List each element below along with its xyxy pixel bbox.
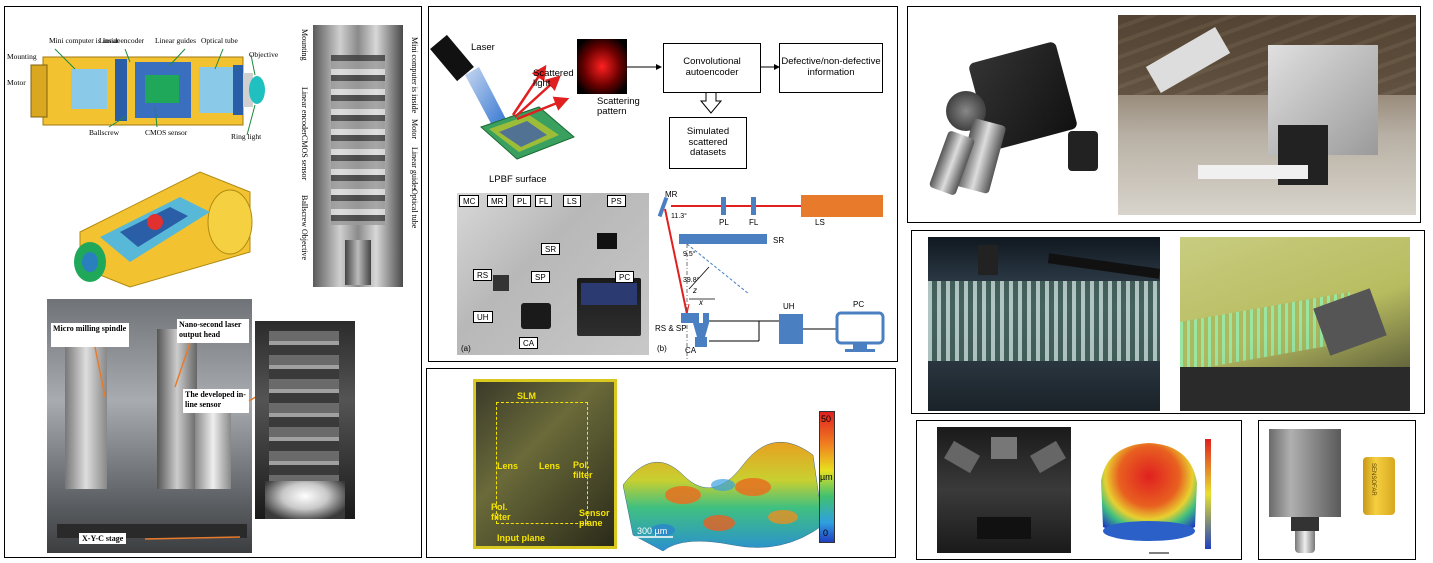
box-simulated: Simulated scattered datasets <box>669 117 747 169</box>
section-photo <box>313 25 403 287</box>
schem-mr: MR <box>665 190 678 199</box>
colorbar-min: 0 <box>823 528 829 538</box>
robot-mounted-photo <box>1118 15 1416 215</box>
photo-tag-mr: MR <box>487 195 508 207</box>
cad-label-linear-guides: Linear guides <box>155 36 197 45</box>
machine-label-sensor: The developed in-line sensor <box>183 389 249 413</box>
photo-tag-sr: SR <box>541 243 561 255</box>
sensor-mount <box>1291 517 1319 531</box>
cad-label-motor: Motor <box>7 78 26 87</box>
schem-pl: PL <box>719 218 729 227</box>
holo-pol-2: Pol. filter <box>573 460 593 480</box>
photo-tag-sp: SP <box>531 271 550 283</box>
holo-lens-2: Lens <box>539 461 561 471</box>
panel-holographic-sensor: SLM Lens Lens Pol. filter Pol. filter Se… <box>426 368 896 558</box>
photo-tag-fl: FL <box>535 195 553 207</box>
optical-schematic <box>657 195 885 359</box>
photo-tag-pl: PL <box>513 195 531 207</box>
photo-tag-mc: MC <box>459 195 480 207</box>
schem-ca: CA <box>685 346 697 355</box>
panel-sensor-hardware: Mini computer is inside Linear encoder L… <box>4 6 422 558</box>
schem-pc: PC <box>853 300 865 309</box>
photo-tag-uh: UH <box>473 311 493 323</box>
microscope-head-photo <box>918 21 1108 213</box>
schem-rs-sp: RS & SP <box>655 324 687 333</box>
cad-label-mounting: Mounting <box>7 52 37 61</box>
cad-label-ballscrew: Ballscrew <box>89 128 119 137</box>
colorbar-max: 50 <box>821 414 832 424</box>
cad-label-cmos-sensor: CMOS sensor <box>145 128 188 137</box>
photo-tag-ls: LS <box>563 195 581 207</box>
cad-label-linear-encoder: Linear encoder <box>99 36 145 45</box>
schem-angle-2: 9.5° <box>683 251 696 258</box>
machine-label-spindle: Micro milling spindle <box>51 323 129 347</box>
holo-lens-1: Lens <box>497 461 519 471</box>
soda-can-text: SENSOFAR <box>1370 463 1376 496</box>
panel-fringe-projection <box>911 230 1425 414</box>
cad-label-ring-light: Ring light <box>231 132 262 141</box>
cad-label-mini-computer: Mini computer is inside <box>49 36 121 45</box>
schem-uh: UH <box>783 302 795 311</box>
schem-sr: SR <box>773 236 785 245</box>
fringe-photo-1 <box>928 237 1160 411</box>
scatter-flow-diagram <box>430 34 780 160</box>
schem-x: x <box>699 298 703 307</box>
surface-3d-plot <box>623 441 823 552</box>
machine-label-laser-head: Nano-second laser output head <box>177 319 249 343</box>
sensor-objective <box>1295 531 1315 553</box>
label-scattering-pattern: Scattering pattern <box>597 96 640 117</box>
holo-sensor-plane: Sensor plane <box>579 508 610 528</box>
photo-tag-ps: PS <box>607 195 626 207</box>
holo-slm: SLM <box>517 391 536 401</box>
fringe-photo-2 <box>1180 237 1410 411</box>
photo-tag-rs: RS <box>473 269 493 281</box>
label-laser: Laser <box>471 42 495 53</box>
panel-multi-camera <box>916 420 1242 560</box>
box-autoencoder: Convolutional autoencoder <box>663 43 761 93</box>
panel-microscope-photos <box>907 6 1421 223</box>
height-map-plot <box>1101 439 1211 554</box>
holo-pol-1: Pol. filter <box>491 502 511 522</box>
colorbar <box>819 411 835 543</box>
sub-label-a: (a) <box>461 344 471 353</box>
machine-label-stage: X-Y-C stage <box>79 533 127 544</box>
soda-can: SENSOFAR <box>1363 457 1395 515</box>
cad-section-drawing <box>30 48 265 136</box>
photo-tag-pc: PC <box>615 271 635 283</box>
holo-input-plane: Input plane <box>497 533 545 543</box>
cad-label-objective: Objective <box>249 50 279 59</box>
label-lpbf-surface: LPBF surface <box>489 174 547 185</box>
sensor-closeup-photo <box>255 321 355 519</box>
panel-sensofar: SENSOFAR <box>1258 420 1416 560</box>
schem-angle-3: 39.8° <box>683 277 700 284</box>
holo-sensor-photo <box>473 379 617 549</box>
box-output: Defective/non-defective information <box>779 43 883 93</box>
sensor-housing <box>1269 429 1341 517</box>
photo-tag-ca: CA <box>519 337 539 349</box>
cad-3d-render <box>74 171 253 288</box>
sub-label-b: (b) <box>657 344 667 353</box>
cad-label-optical-tube: Optical tube <box>201 36 238 45</box>
surface-scale-bar: 300 µm <box>637 526 668 536</box>
schem-ls: LS <box>815 218 825 227</box>
machine-arrows <box>94 342 306 540</box>
multi-camera-photo <box>937 427 1071 553</box>
colorbar-unit: µm <box>820 472 833 482</box>
label-scattered-light: Scattered light <box>533 68 574 89</box>
schem-angle-1: 11.3° <box>671 213 687 220</box>
schem-z: z <box>693 286 697 295</box>
panel-scattered-light: Laser Scattered light Scattering pattern… <box>428 6 898 362</box>
schem-fl: FL <box>749 218 759 227</box>
